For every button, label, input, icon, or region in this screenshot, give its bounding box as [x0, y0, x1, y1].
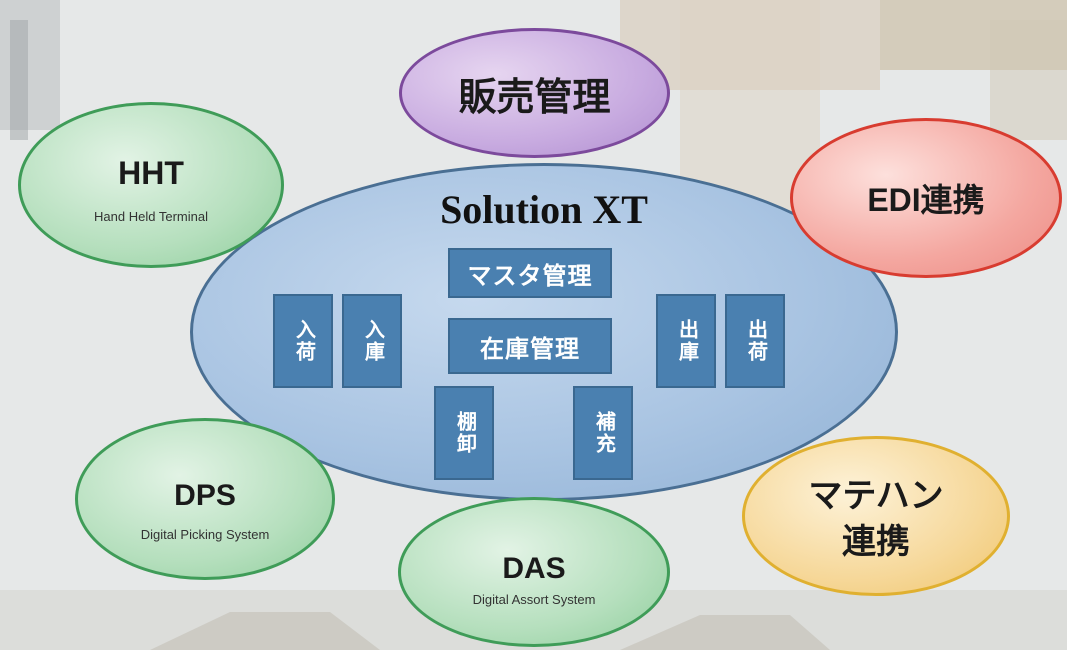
node-edi-title: EDI連携	[867, 182, 985, 218]
module-hoju: 補充	[573, 386, 633, 480]
node-das: DAS Digital Assort System	[398, 497, 670, 647]
node-dps-title: DPS	[174, 479, 236, 512]
node-hht-title: HHT	[118, 155, 184, 191]
node-material-handling: マテハン 連携	[742, 436, 1010, 596]
node-hht: HHT Hand Held Terminal	[18, 102, 284, 268]
node-hht-subtitle: Hand Held Terminal	[94, 209, 208, 224]
node-sales-management-title: 販売管理	[458, 76, 611, 119]
module-nyuko: 入庫	[342, 294, 402, 388]
node-material-handling-title-line2: 連携	[842, 523, 910, 561]
solution-xt-title: Solution XT	[440, 187, 648, 232]
node-das-title: DAS	[502, 552, 566, 585]
module-inventory: 在庫管理	[448, 318, 612, 374]
module-shukka: 出荷	[725, 294, 785, 388]
node-dps-subtitle: Digital Picking System	[140, 527, 270, 542]
node-edi: EDI連携	[790, 118, 1062, 278]
node-dps: DPS Digital Picking System	[75, 418, 335, 580]
module-shukko: 出庫	[656, 294, 716, 388]
module-master: マスタ管理	[448, 248, 612, 298]
node-material-handling-title: マテハン 連携	[745, 473, 1007, 565]
module-nyuka: 入荷	[273, 294, 333, 388]
node-material-handling-title-line1: マテハン	[808, 477, 944, 515]
node-sales-management: 販売管理	[399, 28, 670, 158]
module-tanaoroshi: 棚卸	[434, 386, 494, 480]
node-das-subtitle: Digital Assort System	[472, 592, 596, 607]
